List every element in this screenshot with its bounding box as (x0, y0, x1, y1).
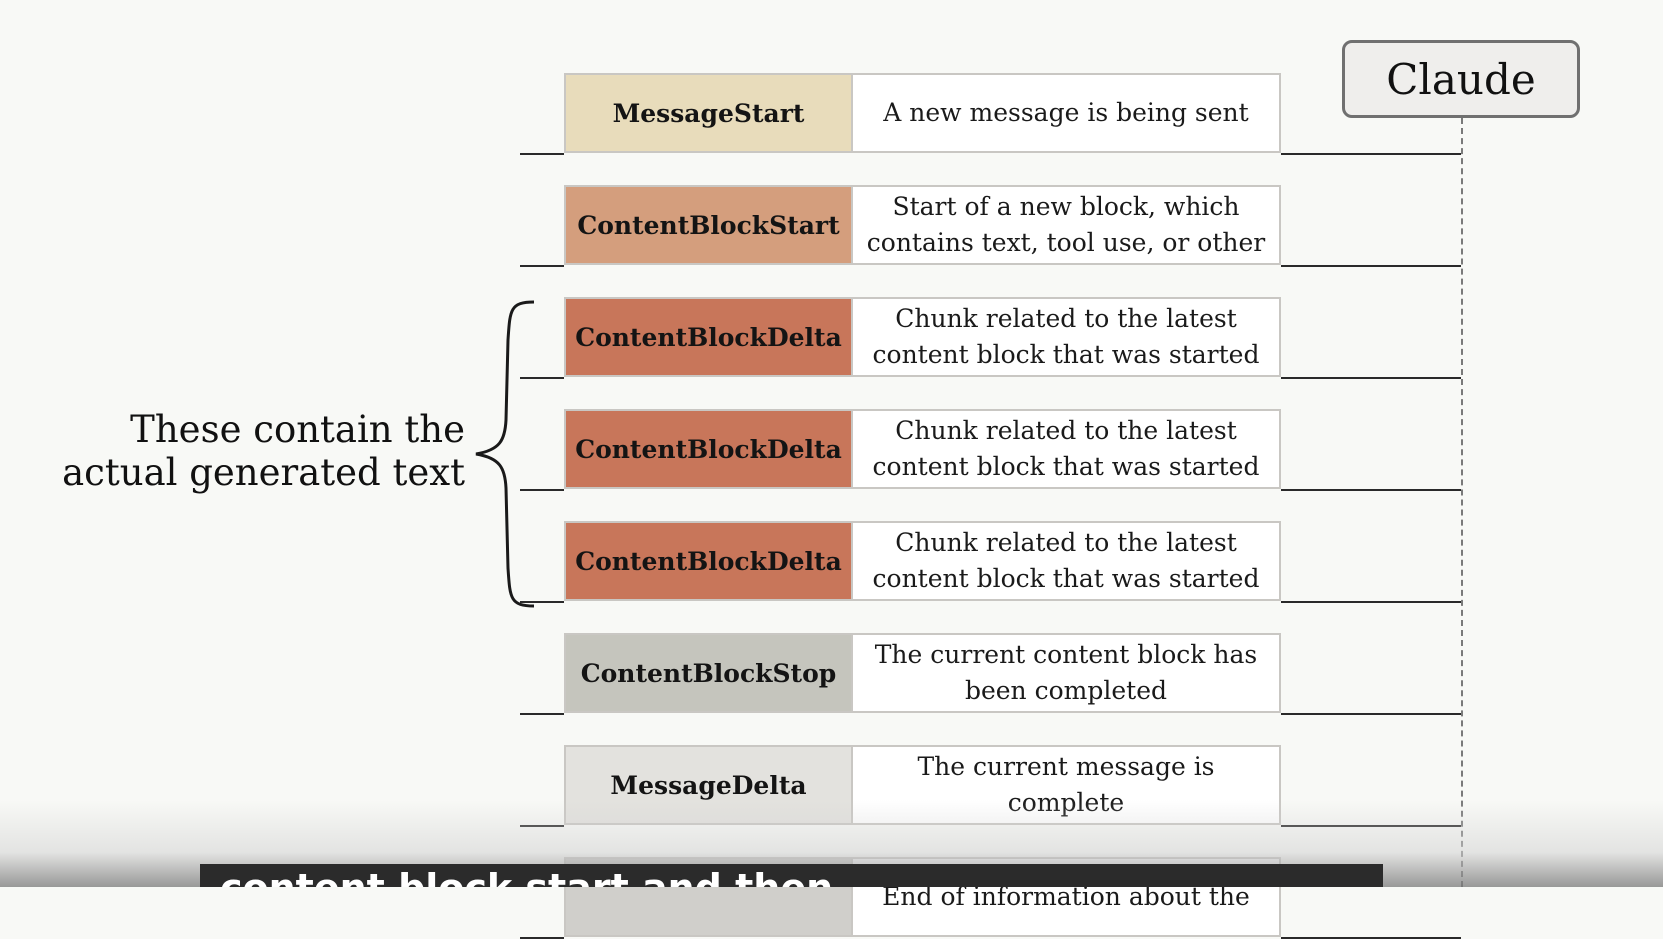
message-arrow-right (1281, 601, 1461, 603)
event-name: ContentBlockDelta (564, 409, 851, 489)
message-arrow-left (520, 377, 564, 379)
message-arrow-left (520, 265, 564, 267)
event-name: ContentBlockDelta (564, 297, 851, 377)
event-description: Chunk related to the latest content bloc… (851, 521, 1281, 601)
message-arrow-right (1281, 825, 1461, 827)
annotation-text: These contain the actual generated text (60, 408, 465, 494)
annotation-line-2: actual generated text (62, 451, 465, 494)
event-description: The current content block has been compl… (851, 633, 1281, 713)
message-arrow-right (1281, 153, 1461, 155)
event-name: MessageDelta (564, 745, 851, 825)
message-arrow-right (1281, 377, 1461, 379)
event-description: Chunk related to the latest content bloc… (851, 297, 1281, 377)
message-arrow-right (1281, 265, 1461, 267)
curly-brace-icon (475, 300, 535, 608)
event-description: Start of a new block, which contains tex… (851, 185, 1281, 265)
claude-actor-label: Claude (1386, 54, 1536, 104)
event-name: ContentBlockDelta (564, 521, 851, 601)
message-arrow-right (1281, 713, 1461, 715)
message-arrow-left (520, 601, 564, 603)
caption-text: content block start and then (220, 868, 1360, 887)
message-arrow-left (520, 489, 564, 491)
event-name: ContentBlockStop (564, 633, 851, 713)
claude-actor-box: Claude (1342, 40, 1580, 118)
message-arrow-right (1281, 489, 1461, 491)
event-name: MessageStart (564, 73, 851, 153)
claude-lifeline (1461, 118, 1463, 887)
message-arrow-left (520, 713, 564, 715)
event-description: A new message is being sent (851, 73, 1281, 153)
event-name: ContentBlockStart (564, 185, 851, 265)
annotation-line-1: These contain the (130, 408, 465, 451)
message-arrow-left (520, 153, 564, 155)
event-description: The current message is complete (851, 745, 1281, 825)
event-description: Chunk related to the latest content bloc… (851, 409, 1281, 489)
message-arrow-left (520, 825, 564, 827)
caption-bar: content block start and then (200, 864, 1383, 887)
